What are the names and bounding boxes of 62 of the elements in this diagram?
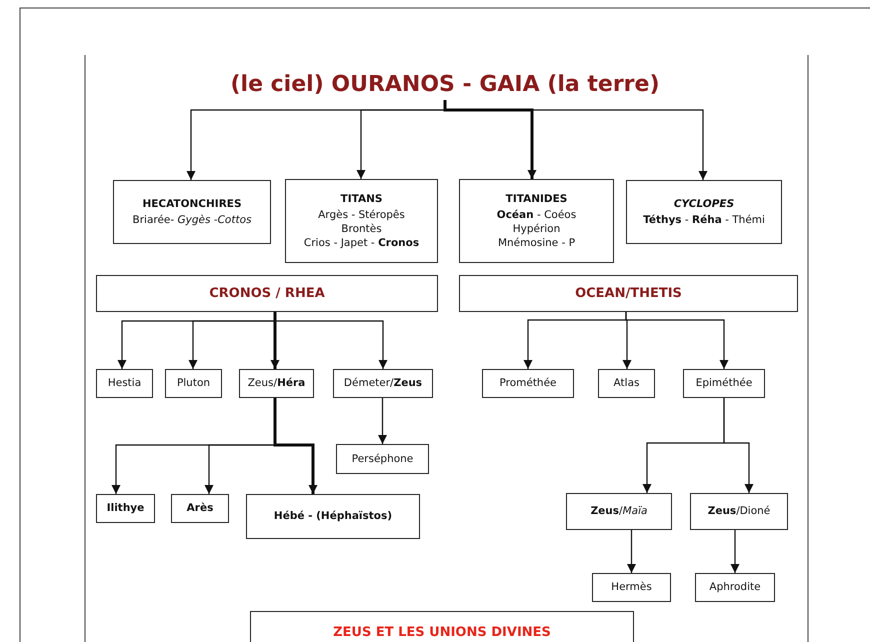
name-box xyxy=(598,369,655,398)
arrow xyxy=(444,100,536,179)
name-box xyxy=(690,493,788,530)
group-box xyxy=(285,179,438,263)
group-box xyxy=(113,180,271,244)
couple-box xyxy=(459,275,798,312)
name-text: (le ciel) OURANOS - GAIA (la terre) xyxy=(230,71,660,100)
name-text: Prométhée xyxy=(499,376,557,391)
name-text: Hestia xyxy=(108,376,142,391)
name-text: Mnémosine - P xyxy=(498,236,576,250)
name-text: Arès xyxy=(186,501,214,516)
name-text: Hypérion xyxy=(512,222,560,236)
name-text: Zeus/Dioné xyxy=(708,504,770,519)
name-text: CRONOS / RHEA xyxy=(209,284,325,302)
name-text: Zeus/Maïa xyxy=(590,504,648,519)
name-text: Pluton xyxy=(176,376,210,391)
name-text: Océan - Coéos xyxy=(496,208,576,222)
arrow xyxy=(444,100,708,180)
name-text: Hébé - (Héphaïstos) xyxy=(274,509,392,524)
name-text: Briarée- Gygès -Cottos xyxy=(132,213,252,228)
name-box xyxy=(171,494,229,523)
group-heading: TITANS xyxy=(340,192,382,206)
group-heading: CYCLOPES xyxy=(674,196,734,211)
name-text: OCEAN/THETIS xyxy=(575,284,682,302)
arrow xyxy=(627,530,636,573)
name-box xyxy=(592,573,671,602)
name-box xyxy=(336,444,429,474)
group-box xyxy=(459,179,614,263)
arrow xyxy=(274,398,318,494)
name-box xyxy=(566,493,672,530)
name-text: Ilithye xyxy=(106,501,144,516)
name-box xyxy=(239,369,314,398)
arrow xyxy=(730,530,740,573)
name-text: Téthys - Réha - Thémi xyxy=(643,213,765,228)
group-heading: HECATONCHIRES xyxy=(142,196,242,211)
name-text: Epiméthée xyxy=(696,376,752,391)
name-box xyxy=(333,369,433,398)
arrow xyxy=(274,312,388,369)
arrow xyxy=(378,398,387,444)
name-text: Démeter/Zeus xyxy=(344,376,422,391)
name-text: Argès - Stéropês xyxy=(318,208,405,222)
name-box xyxy=(96,369,153,398)
group-heading: TITANIDES xyxy=(506,192,568,206)
name-box xyxy=(96,494,155,523)
name-text: Crios - Japet - Cronos xyxy=(304,236,420,250)
arrow xyxy=(270,312,280,369)
name-text: ZEUS ET LES UNIONS DIVINES xyxy=(333,624,551,642)
name-box xyxy=(165,369,222,398)
name-text: Atlas xyxy=(614,376,640,391)
arrow xyxy=(723,398,754,493)
name-box xyxy=(695,573,775,602)
name-text: Aphrodite xyxy=(709,580,761,595)
name-text: Zeus/Héra xyxy=(248,376,306,391)
name-box xyxy=(482,369,574,398)
arrow xyxy=(625,312,728,369)
name-text: Brontès xyxy=(341,222,382,236)
couple-box xyxy=(96,275,438,312)
name-box xyxy=(246,494,420,539)
name-text: Hermès xyxy=(611,580,652,595)
group-box xyxy=(626,180,782,244)
name-box xyxy=(683,369,765,398)
name-text: Perséphone xyxy=(352,452,414,466)
